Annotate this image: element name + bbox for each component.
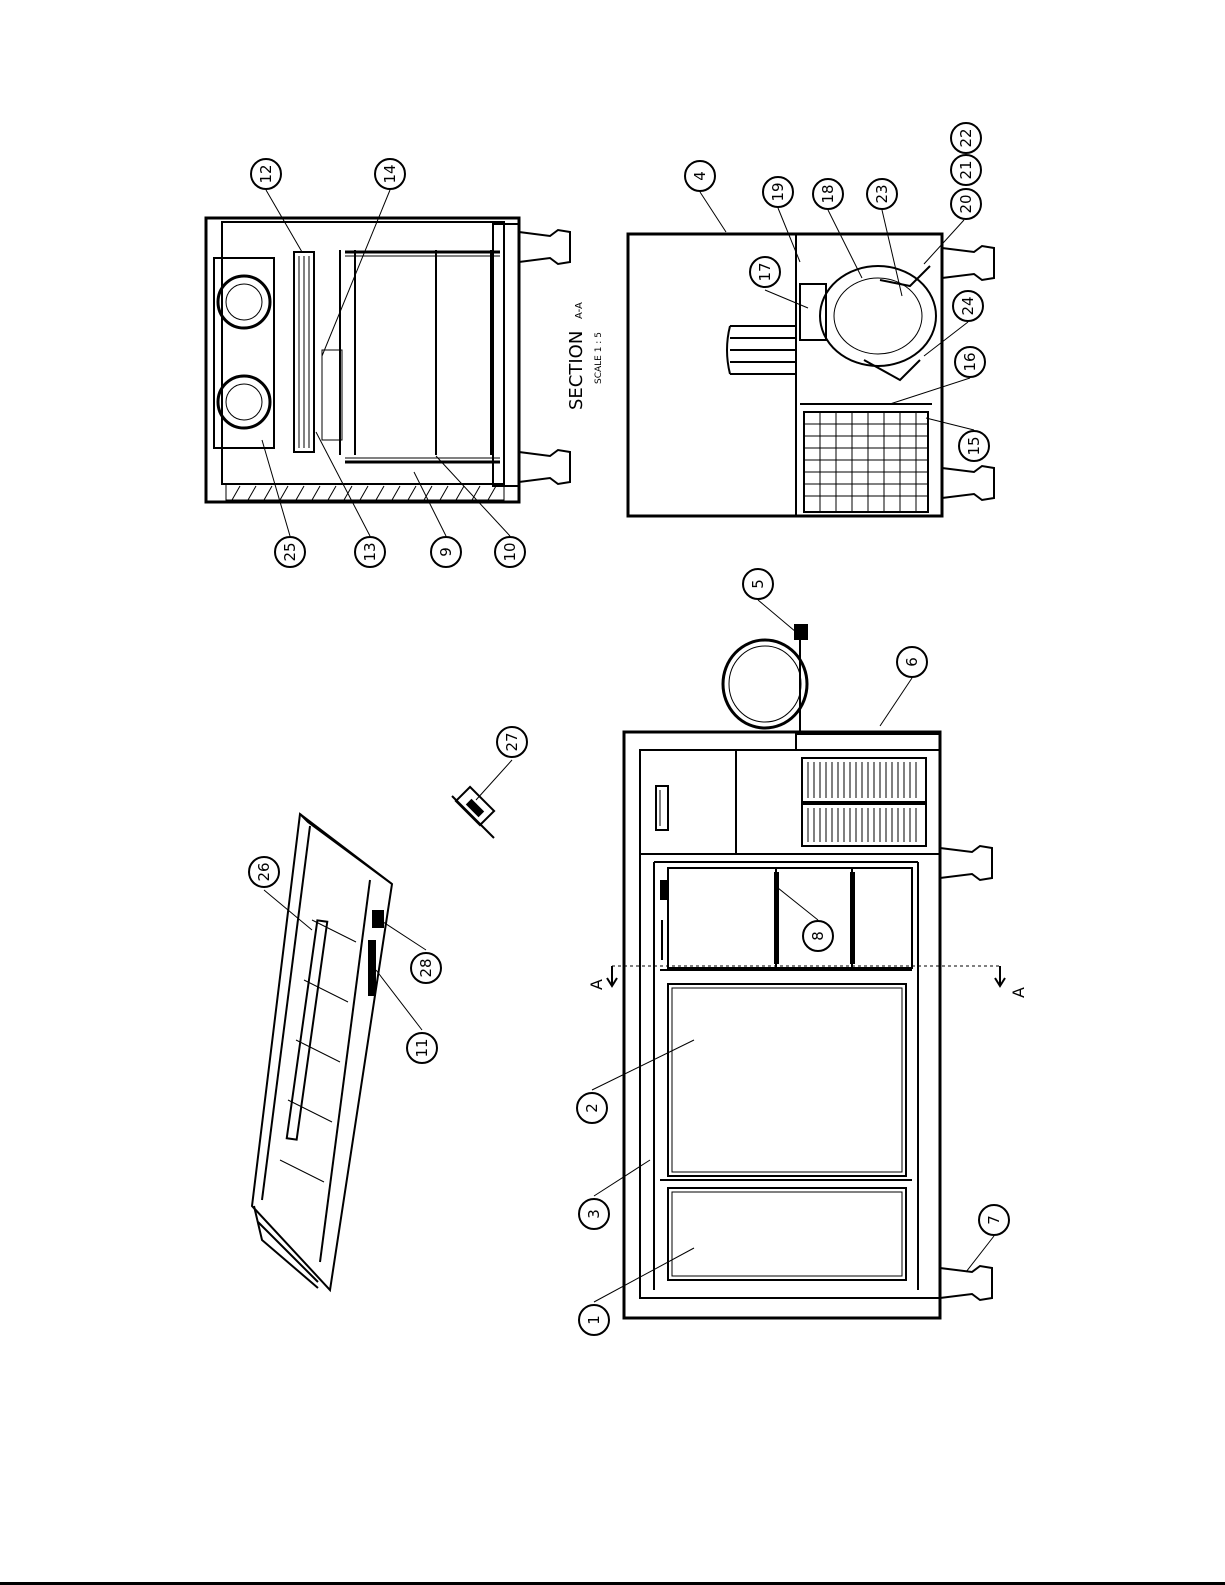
callout-8: 8 — [803, 921, 833, 951]
leg-icon — [942, 246, 994, 500]
svg-text:25: 25 — [281, 542, 299, 561]
svg-text:22: 22 — [957, 128, 975, 147]
svg-text:15: 15 — [965, 436, 983, 455]
thermostat-part — [452, 787, 494, 838]
section-marker-right: A — [1009, 987, 1028, 998]
callout-9: 9 — [431, 537, 461, 567]
svg-text:9: 9 — [437, 547, 455, 557]
callout-23: 23 — [867, 179, 897, 209]
callout-1: 1 — [579, 1305, 609, 1335]
callout-10: 10 — [495, 537, 525, 567]
callout-25: 25 — [275, 537, 305, 567]
svg-text:6: 6 — [903, 657, 921, 667]
side-view — [628, 234, 994, 516]
callout-19: 19 — [763, 177, 793, 207]
callout-4: 4 — [685, 161, 715, 191]
leg-icon — [519, 230, 570, 484]
svg-text:5: 5 — [749, 579, 767, 589]
callout-24: 24 — [953, 291, 983, 321]
section-a-a-view: SECTION A-A SCALE 1 : 5 — [206, 218, 604, 502]
svg-text:26: 26 — [255, 862, 273, 881]
callout-12: 12 — [251, 159, 281, 189]
section-caption-suffix: A-A — [574, 302, 585, 319]
callout-6: 6 — [897, 647, 927, 677]
callout-18: 18 — [813, 179, 843, 209]
callout-5: 5 — [743, 569, 773, 599]
callout-11: 11 — [407, 1033, 437, 1063]
callout-26: 26 — [249, 857, 279, 887]
svg-text:10: 10 — [501, 542, 519, 561]
callout-28: 28 — [411, 953, 441, 983]
svg-text:27: 27 — [503, 732, 521, 751]
svg-text:2: 2 — [583, 1103, 601, 1113]
callout-15: 15 — [959, 431, 989, 461]
insulation-hatch — [232, 486, 496, 500]
callout-14: 14 — [375, 159, 405, 189]
svg-text:SECTION A-A: SECTION A-A — [566, 302, 587, 410]
callout-3: 3 — [579, 1199, 609, 1229]
svg-text:4: 4 — [691, 171, 709, 181]
callout-20: 20 — [951, 189, 981, 219]
svg-text:16: 16 — [961, 352, 979, 371]
svg-text:21: 21 — [957, 160, 975, 179]
svg-text:28: 28 — [417, 958, 435, 977]
callout-13: 13 — [355, 537, 385, 567]
callout-27: 27 — [497, 727, 527, 757]
svg-text:13: 13 — [361, 542, 379, 561]
callout-17: 17 — [750, 257, 780, 287]
svg-text:14: 14 — [381, 164, 399, 183]
callout-7: 7 — [979, 1205, 1009, 1235]
power-cord — [723, 624, 808, 732]
svg-text:7: 7 — [985, 1215, 1003, 1225]
callout-22: 22 — [951, 123, 981, 153]
front-view: A A — [587, 624, 1028, 1318]
condenser-grid — [804, 412, 928, 512]
svg-text:12: 12 — [257, 164, 275, 183]
section-marker-left: A — [587, 979, 606, 990]
isometric-lid-view — [252, 814, 392, 1290]
svg-text:3: 3 — [585, 1209, 603, 1219]
svg-text:20: 20 — [957, 194, 975, 213]
svg-text:1: 1 — [585, 1315, 603, 1325]
section-caption: SECTION — [566, 331, 587, 410]
callout-2: 2 — [577, 1093, 607, 1123]
callout-21: 21 — [951, 155, 981, 185]
louver-grille — [802, 758, 926, 846]
svg-text:18: 18 — [819, 184, 837, 203]
svg-text:17: 17 — [756, 262, 774, 281]
svg-text:24: 24 — [959, 296, 977, 315]
fan-icon — [218, 276, 270, 428]
svg-text:8: 8 — [809, 931, 827, 941]
section-scale: SCALE 1 : 5 — [594, 332, 604, 384]
svg-text:19: 19 — [769, 182, 787, 201]
svg-text:11: 11 — [413, 1038, 431, 1057]
callout-16: 16 — [955, 347, 985, 377]
svg-text:23: 23 — [873, 184, 891, 203]
